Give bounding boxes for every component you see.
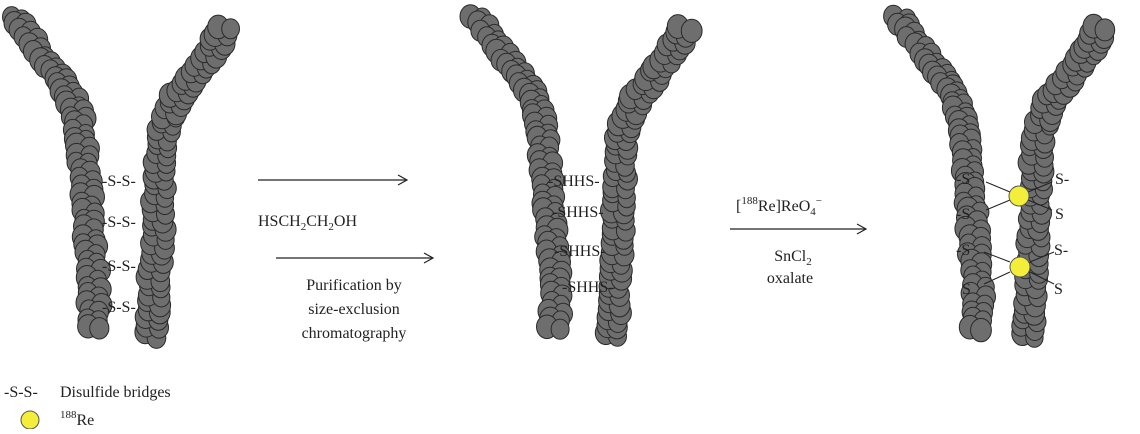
- sulfur-lower-left-1: -S: [956, 242, 970, 259]
- rhenium-atom-upper: [1008, 185, 1030, 207]
- step2-reductant: SnCl2: [774, 248, 812, 268]
- antibody-labeled: [883, 4, 1116, 348]
- thiol-label-2: -SHHS-: [552, 204, 604, 221]
- bridge-label-1: -S-S-: [102, 173, 136, 190]
- purification-line-3: chromatography: [302, 325, 407, 342]
- step2-ligand: oxalate: [767, 270, 813, 287]
- legend: -S-S- Disulfide bridges 188Re: [4, 384, 171, 430]
- sulfur-upper-left-1: -S: [956, 171, 970, 188]
- step2-arrow: [730, 223, 868, 235]
- purification-line-1: Purification by: [306, 277, 402, 294]
- thiol-label-3: -SHHS-: [554, 243, 606, 260]
- step1-arrow-upper: [258, 174, 409, 186]
- bridge-label-2: -S-S-: [102, 214, 136, 231]
- sulfur-lower-left-2: S: [962, 281, 971, 298]
- sulfur-lower-right-1: S-: [1054, 242, 1068, 259]
- antibody-reduced: [459, 4, 703, 347]
- legend-bridge-text: Disulfide bridges: [60, 384, 171, 401]
- rhenium-atom-lower: [1009, 256, 1031, 278]
- purification-line-2: size-exclusion: [308, 301, 400, 318]
- step1-reagent: HSCH2CH2OH: [258, 213, 357, 233]
- antibody-native: [2, 6, 241, 349]
- step1-arrow-lower: [276, 252, 435, 264]
- legend-rhenium-label: 188Re: [60, 409, 94, 429]
- stage2-thiol-labels: -SHHS- -SHHS- -SHHS- -SHHS-: [548, 173, 614, 296]
- antibody-reduced-left-arm-bead-83: [550, 318, 570, 340]
- sulfur-upper-left-2: -S: [956, 206, 970, 223]
- bridge-label-4: -S-S-: [102, 299, 136, 316]
- rhenium-complex-upper: -S -S S- S: [956, 171, 1069, 223]
- antibody-native-left-arm-bead-83: [89, 317, 110, 340]
- antibody-group: [2, 4, 1116, 349]
- legend-bridge-symbol: -S-S-: [4, 384, 38, 401]
- thiol-label-1: -SHHS-: [548, 173, 600, 190]
- antibody-labeled-right-arm-bead-83: [1094, 18, 1116, 42]
- sulfur-upper-right-1: S-: [1055, 171, 1069, 188]
- sulfur-upper-right-2: S: [1055, 206, 1064, 223]
- bridge-label-3: -S-S-: [102, 258, 136, 275]
- antibody-labeled-left-arm-bead-83: [970, 317, 992, 343]
- sulfur-lower-right-2: S: [1054, 281, 1063, 298]
- rhenium-complex-lower: -S S S- S: [956, 242, 1068, 298]
- thiol-label-4: -SHHS-: [562, 279, 614, 296]
- stage1-bridge-labels: -S-S- -S-S- -S-S- -S-S-: [102, 173, 136, 316]
- legend-rhenium-swatch: [20, 410, 40, 430]
- antibody-native-right-arm-bead-83: [221, 18, 241, 40]
- step2-reagent: [188Re]ReO4−: [736, 195, 822, 218]
- antibody-reduced-right-arm-bead-83: [680, 18, 703, 43]
